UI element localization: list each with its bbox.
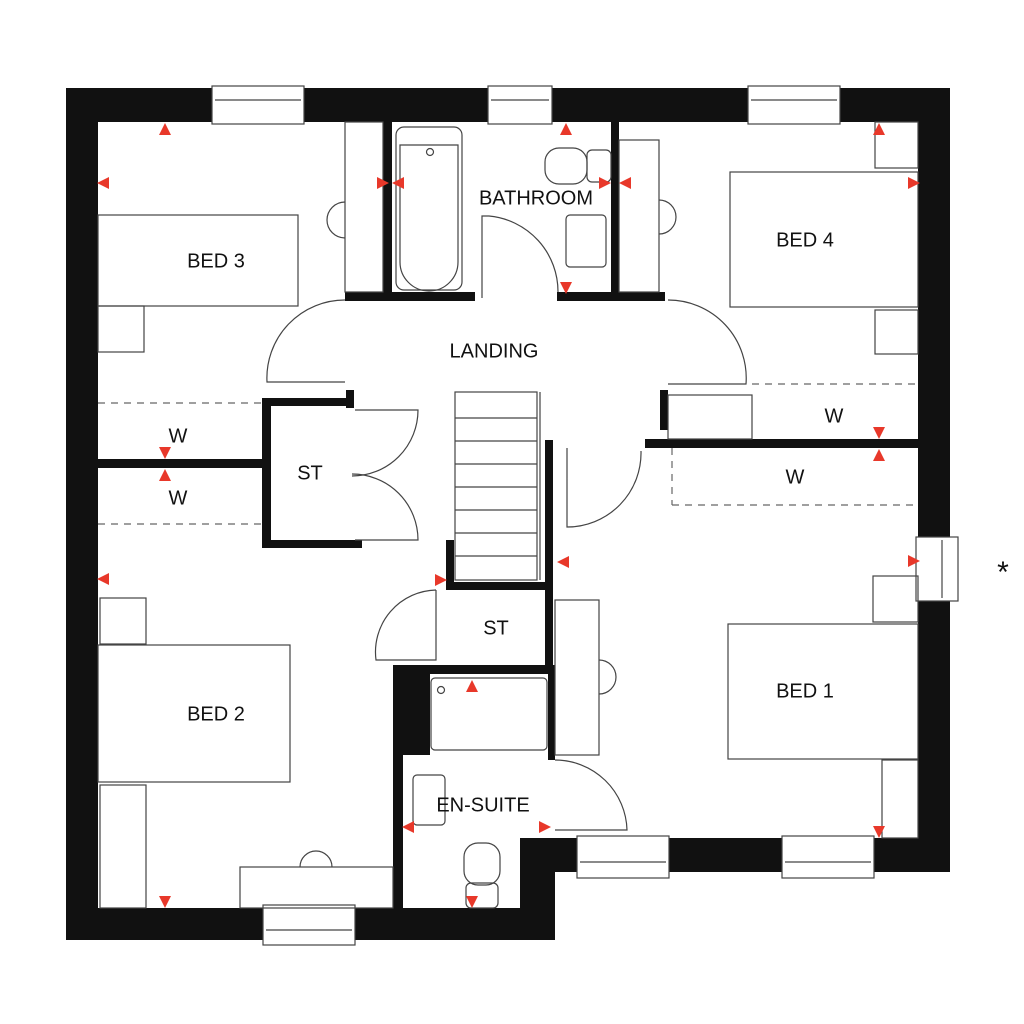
fixtures-furniture (97, 121, 919, 909)
dimension-marker-icon (97, 573, 109, 585)
dimension-marker-icon (435, 574, 447, 586)
dimension-marker-icon (908, 177, 920, 189)
windows (211, 85, 959, 946)
room-label-bed-3: BED 3 (187, 250, 245, 272)
bed-1-furniture (727, 623, 919, 760)
room-label-store-lower: ST (483, 617, 509, 639)
dimension-marker-icon (159, 447, 171, 459)
shower-tray (430, 677, 548, 751)
dimension-marker-icon (159, 469, 171, 481)
toilet (463, 842, 501, 886)
wardrobe-label-bed-2: W (169, 487, 188, 509)
window (211, 85, 305, 125)
window (262, 904, 356, 946)
wardrobe-label-bed-3: W (169, 425, 188, 447)
dimension-marker-icon (619, 177, 631, 189)
room-labels: BED 3 BATHROOM BED 4 LANDING W W ST W W … (169, 187, 1010, 816)
bed-2-furniture (97, 644, 291, 783)
window (781, 835, 875, 879)
wardrobe-label-bed-1: W (786, 466, 805, 488)
dimension-marker-icon (873, 826, 885, 838)
window (576, 835, 670, 879)
dimension-marker-icon (466, 680, 478, 692)
bed-4-furniture (729, 171, 919, 308)
dimension-marker-icon (402, 821, 414, 833)
room-label-landing: LANDING (450, 340, 539, 362)
dimension-marker-icon (873, 427, 885, 439)
dimension-marker-icon (599, 177, 611, 189)
basin (412, 774, 446, 826)
wardrobe-label-bed-4: W (825, 405, 844, 427)
dimension-marker-icon (873, 123, 885, 135)
dimension-marker-icon (560, 123, 572, 135)
bed-3-furniture (97, 214, 299, 307)
dimension-marker-icon (560, 282, 572, 294)
toilet (544, 147, 588, 185)
dimension-marker-icon (557, 556, 569, 568)
note-marker: * (997, 556, 1009, 589)
window (747, 85, 841, 125)
dimension-markers (97, 123, 920, 908)
dimension-marker-icon (159, 123, 171, 135)
dimension-marker-icon (377, 177, 389, 189)
window (915, 536, 959, 602)
room-label-bed-4: BED 4 (776, 229, 834, 251)
room-label-store-upper: ST (297, 462, 323, 484)
bath (395, 126, 463, 291)
dimension-marker-icon (539, 821, 551, 833)
dimension-marker-icon (392, 177, 404, 189)
room-label-bathroom: BATHROOM (479, 187, 593, 209)
basin (565, 214, 607, 268)
internal-walls (98, 122, 918, 908)
room-label-bed-1: BED 1 (776, 680, 834, 702)
window (487, 85, 553, 125)
room-label-en-suite: EN-SUITE (436, 794, 529, 816)
dimension-marker-icon (466, 896, 478, 908)
staircase (454, 391, 538, 581)
room-label-bed-2: BED 2 (187, 703, 245, 725)
dimension-marker-icon (97, 177, 109, 189)
dimension-marker-icon (908, 555, 920, 567)
dimension-marker-icon (873, 449, 885, 461)
dimension-marker-icon (159, 896, 171, 908)
